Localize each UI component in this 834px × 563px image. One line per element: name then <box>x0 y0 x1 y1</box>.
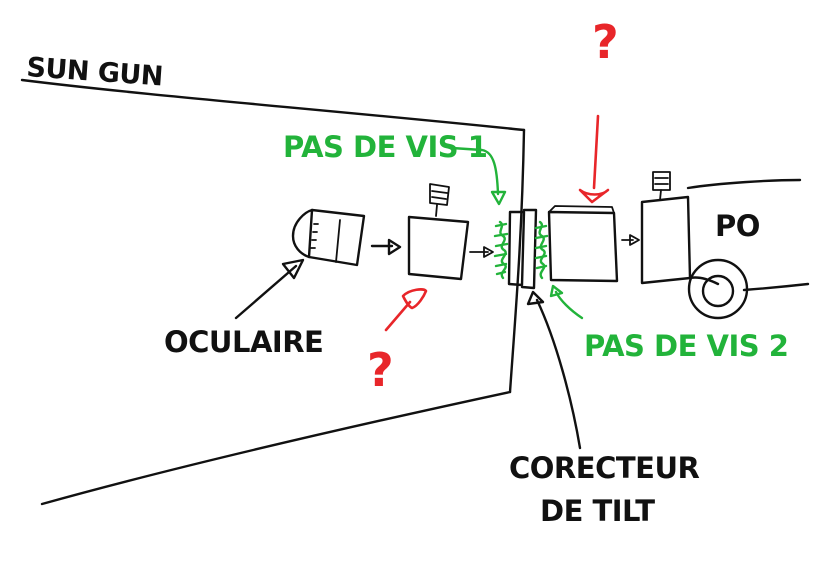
focuser-drawing <box>640 171 810 320</box>
tilt-corrector-drawing <box>507 208 538 290</box>
sun-gun-housing <box>20 78 526 506</box>
housing-right-edge <box>508 128 526 394</box>
label-pas-de-vis-2: PAS DE VIS 2 <box>584 329 788 363</box>
arrow-question-box-2 <box>578 114 610 204</box>
arrow-oculaire-pointer <box>234 258 305 320</box>
eyepiece-body <box>307 208 366 267</box>
adapter-box-1-screw-stem <box>435 204 438 217</box>
label-pas-de-vis-1: PAS DE VIS 1 <box>283 130 487 164</box>
label-corecteur-line-1: CORECTEUR <box>509 451 699 485</box>
eyepiece-ring <box>335 219 341 263</box>
focuser-knob-inner <box>701 274 735 308</box>
adapter-box-2 <box>547 205 619 283</box>
eyepiece-drawing <box>291 208 366 267</box>
arrow-box1-to-coupling <box>469 246 494 258</box>
housing-top-edge <box>20 78 526 132</box>
arrow-pas-de-vis-2 <box>549 284 584 320</box>
question-mark-bottom: ? <box>367 343 393 397</box>
label-po: PO <box>715 209 760 243</box>
eyepiece-marks <box>310 223 319 249</box>
question-mark-top: ? <box>592 15 618 69</box>
tilt-plate-2 <box>520 208 538 290</box>
tilt-plate-1 <box>507 210 526 287</box>
eyepiece-dome <box>291 208 314 259</box>
focuser-screw-head <box>652 171 671 191</box>
adapter-box-2-top <box>548 205 615 214</box>
housing-bottom-edge <box>40 390 512 506</box>
arrow-pas-de-vis-1 <box>450 146 507 206</box>
focuser-body-bottom <box>742 282 810 292</box>
arrow-corecteur <box>526 290 582 450</box>
focuser-collar <box>640 195 692 285</box>
arrow-question-box-1 <box>384 288 428 332</box>
label-corecteur-line-2: DE TILT <box>540 494 655 528</box>
focuser-screw-stem <box>659 189 662 201</box>
label-sun-gun: SUN GUN <box>26 52 164 92</box>
focuser-body-top <box>686 178 802 190</box>
thread-1-drawing <box>493 220 509 280</box>
thread-2-drawing <box>534 220 549 280</box>
adapter-box-1-body <box>407 215 470 281</box>
label-oculaire: OCULAIRE <box>164 325 323 359</box>
adapter-box-1-screw-head <box>429 183 450 206</box>
arrow-box2-to-focuser <box>621 234 640 246</box>
focuser-knob-outer <box>687 258 749 320</box>
adapter-box-1 <box>407 183 470 281</box>
arrow-eyepiece-to-box1 <box>370 238 402 256</box>
adapter-box-2-body <box>547 210 619 283</box>
